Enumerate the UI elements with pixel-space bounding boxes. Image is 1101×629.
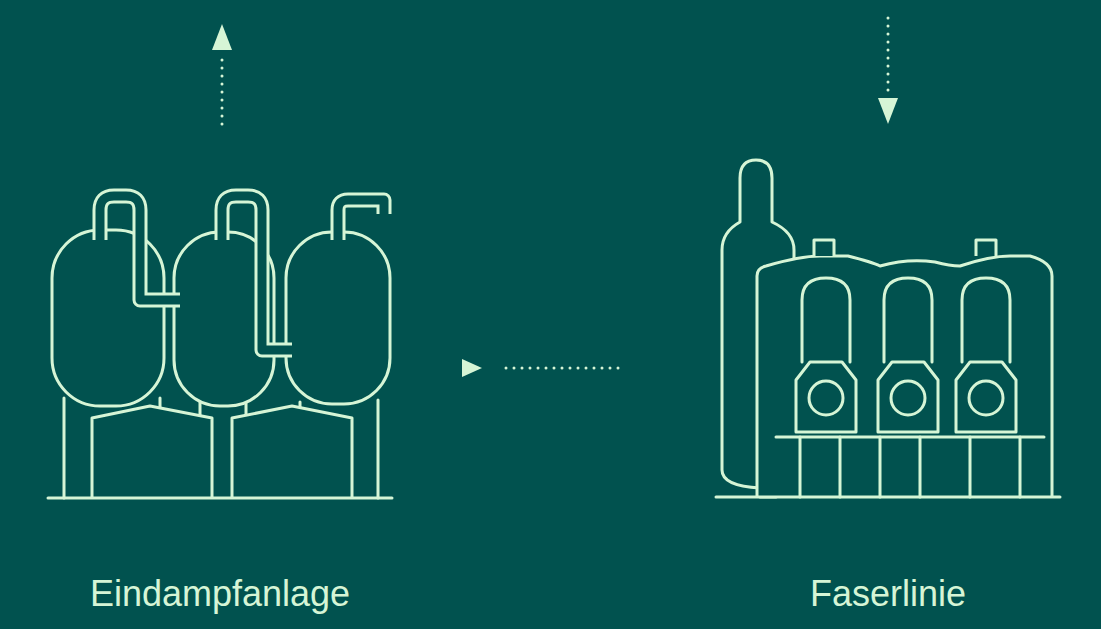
evaporator-unit: Eindampfanlage (30, 180, 410, 625)
unit-label: Eindampfanlage (30, 572, 410, 616)
arrow-head (480, 368, 502, 369)
unit-label: Faserlinie (695, 572, 1081, 616)
evaporator-illustration (48, 196, 392, 498)
fiber-line-unit: Faserlinie (695, 150, 1081, 625)
outflow-arrow (212, 24, 232, 124)
fiber-line-illustration (716, 160, 1060, 497)
inflow-arrow (878, 18, 898, 124)
flow-arrow (502, 367, 618, 370)
